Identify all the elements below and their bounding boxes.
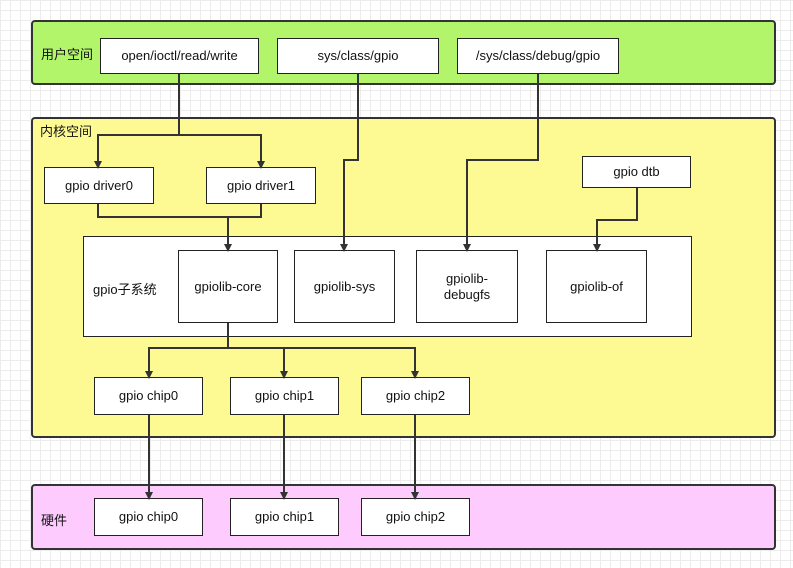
hardware-gpio-chip2-box: gpio chip2 <box>361 498 470 536</box>
gpio-driver0-box: gpio driver0 <box>44 167 154 204</box>
gpio-driver1-box: gpio driver1 <box>206 167 316 204</box>
gpiolib-sys-box: gpiolib-sys <box>294 250 395 323</box>
hardware-gpio-chip1-box: gpio chip1 <box>230 498 339 536</box>
user-space-label: 用户空间 <box>41 47 94 62</box>
interface-open-ioctl-read-write: open/ioctl/read/write <box>100 38 259 74</box>
kernel-gpio-chip1-box: gpio chip1 <box>230 377 339 415</box>
hardware-label: 硬件 <box>41 513 68 528</box>
hardware-gpio-chip0-box: gpio chip0 <box>94 498 203 536</box>
gpiolib-debugfs-box: gpiolib- debugfs <box>416 250 518 323</box>
kernel-gpio-chip2-box: gpio chip2 <box>361 377 470 415</box>
gpiolib-core-box: gpiolib-core <box>178 250 278 323</box>
interface-sys-class-debug-gpio: /sys/class/debug/gpio <box>457 38 619 74</box>
gpio-dtb-box: gpio dtb <box>582 156 691 188</box>
kernel-gpio-chip0-box: gpio chip0 <box>94 377 203 415</box>
gpio-subsystem-label: gpio子系统 <box>93 282 157 297</box>
gpiolib-of-box: gpiolib-of <box>546 250 647 323</box>
kernel-space-label: 内核空间 <box>40 124 93 139</box>
interface-sys-class-gpio: sys/class/gpio <box>277 38 439 74</box>
